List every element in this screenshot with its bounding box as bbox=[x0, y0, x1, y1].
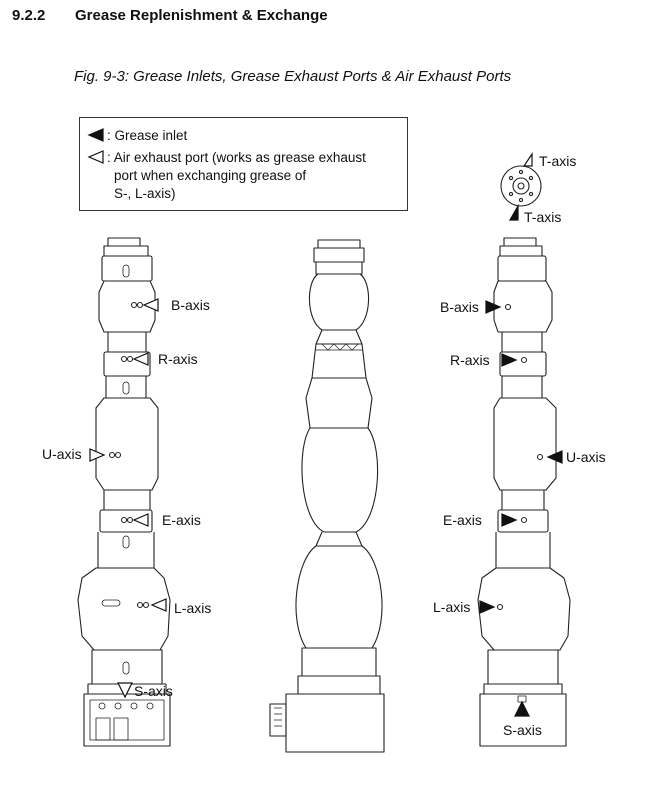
left-e-axis-label: E-axis bbox=[162, 512, 201, 528]
right-b-axis-label: B-axis bbox=[440, 299, 479, 315]
inlet-legend-icon bbox=[87, 128, 104, 142]
t-axis-top-label: T-axis bbox=[539, 153, 577, 169]
right-u-axis-label: U-axis bbox=[566, 449, 606, 465]
right-s-axis-label: S-axis bbox=[503, 722, 542, 738]
left-r-axis-label: R-axis bbox=[158, 351, 198, 367]
right-l-axis-label: L-axis bbox=[433, 599, 471, 615]
left-robot-view bbox=[77, 237, 171, 747]
t-axis-inlet-icon bbox=[508, 203, 519, 221]
right-e-axis-label: E-axis bbox=[443, 512, 482, 528]
right-l-axis-inlet-icon bbox=[479, 600, 496, 614]
exhaust-legend-icon bbox=[87, 150, 104, 164]
left-l-axis-label: L-axis bbox=[174, 600, 212, 616]
right-r-axis-inlet-icon bbox=[501, 353, 518, 367]
t-axis-flange-view bbox=[500, 165, 542, 207]
t-axis-bottom-label: T-axis bbox=[524, 209, 562, 225]
legend-exhaust-label-line2: port when exchanging grease of bbox=[114, 168, 307, 183]
middle-robot-view bbox=[269, 239, 385, 753]
legend-exhaust-label-line3: S-, L-axis) bbox=[114, 186, 176, 201]
left-s-axis-exhaust-icon bbox=[117, 682, 133, 699]
left-b-axis-label: B-axis bbox=[171, 297, 210, 313]
right-e-axis-inlet-icon bbox=[501, 513, 518, 527]
right-robot-view bbox=[477, 237, 571, 747]
right-r-axis-label: R-axis bbox=[450, 352, 490, 368]
right-b-axis-inlet-icon bbox=[485, 300, 502, 314]
section-number: 9.2.2 bbox=[12, 7, 46, 24]
figure-caption: Fig. 9-3: Grease Inlets, Grease Exhaust … bbox=[74, 68, 512, 85]
section-title: Grease Replenishment & Exchange bbox=[75, 7, 328, 24]
right-u-axis-inlet-icon bbox=[546, 450, 563, 464]
left-s-axis-label: S-axis bbox=[134, 683, 173, 699]
left-u-axis-label: U-axis bbox=[42, 446, 82, 462]
left-l-axis-exhaust-icon bbox=[150, 598, 167, 612]
legend-inlet-label: : Grease inlet bbox=[107, 128, 188, 143]
legend-exhaust-label-line1: : Air exhaust port (works as grease exha… bbox=[107, 150, 366, 165]
right-s-axis-inlet-icon bbox=[514, 700, 530, 717]
t-axis-exhaust-icon bbox=[522, 152, 533, 167]
left-r-axis-exhaust-icon bbox=[132, 352, 149, 366]
legend-box bbox=[79, 117, 408, 211]
left-e-axis-exhaust-icon bbox=[132, 513, 149, 527]
left-b-axis-exhaust-icon bbox=[142, 298, 159, 312]
left-u-axis-exhaust-icon bbox=[89, 448, 106, 462]
